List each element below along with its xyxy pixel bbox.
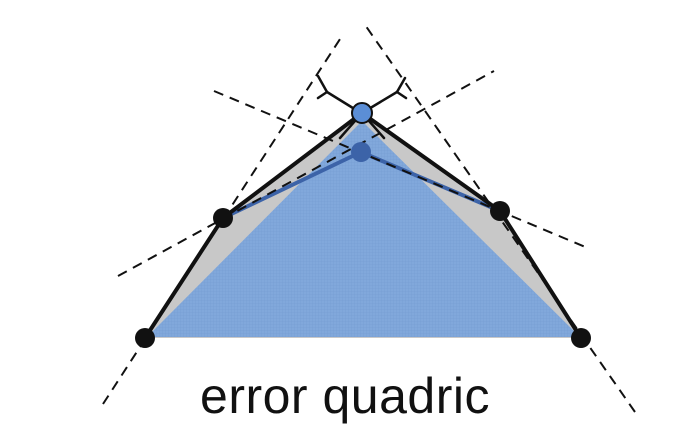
vertex-bottom-left <box>135 328 155 348</box>
vertex-right <box>490 201 510 221</box>
collapsed-edge-right <box>359 150 502 213</box>
collapsed-vertex <box>351 142 371 162</box>
dashed-line-right-outer <box>362 21 636 413</box>
diagram-caption: error quadric <box>200 368 490 424</box>
quadric-triangle-fill <box>147 121 580 337</box>
optimal-vertex <box>351 102 373 124</box>
dashed-line-left-inner <box>117 70 495 277</box>
vertex-bottom-right <box>571 328 591 348</box>
vertex-left <box>213 208 233 228</box>
